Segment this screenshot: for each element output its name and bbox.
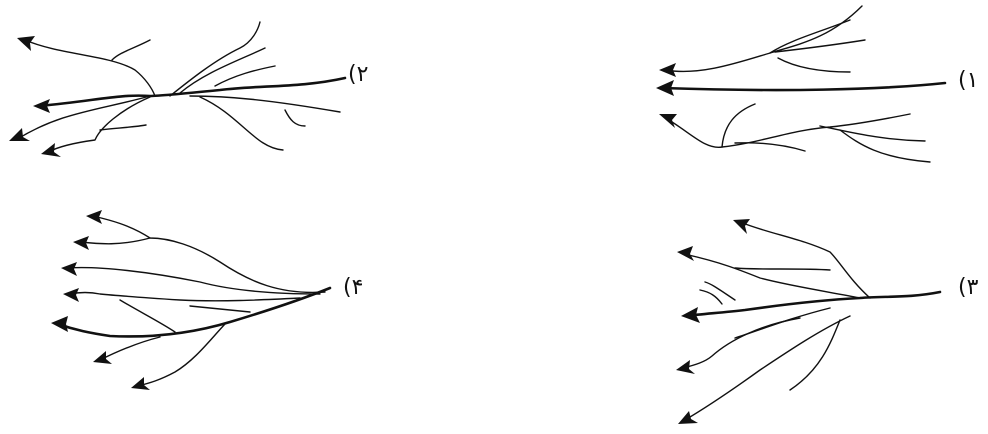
diagram-2-trunk [40,78,345,106]
diagram-4-arrowhead-main [51,316,68,332]
diagram-1-arrowhead-upper [659,63,676,77]
diagram-3-arrowhead-lower-1 [676,360,695,374]
diagram-1-lower-branch [664,114,910,147]
diagram-4-trunk [58,288,330,336]
diagram-1-label: (۱ [958,70,978,92]
diagram-1 [656,6,945,162]
diagram-4-arrowhead-3 [61,262,77,276]
diagram-1-arrowhead-lower [659,114,677,128]
diagram-2 [9,22,345,157]
diagram-2-arrowhead-lower-1 [9,128,30,141]
diagram-4-arrowhead-5 [93,351,112,364]
diagram-1-trunk [662,83,945,90]
diagram-3 [676,219,940,424]
diagram-1-upper-branch [666,6,862,71]
diagram-3-arrowhead-top [733,219,750,234]
diagram-2-arrowhead-lower-2 [41,143,61,157]
diagram-4-arrowhead-4 [63,288,79,302]
diagram-3-arrowhead-upper [677,246,694,261]
diagram-3-label: (۳ [958,277,978,299]
diagram-2-label: (۲ [348,64,368,86]
diagram-3-arrowhead-lower-2 [678,411,698,424]
diagram-4 [51,210,330,390]
diagram-4-label: (۴ [343,277,363,299]
